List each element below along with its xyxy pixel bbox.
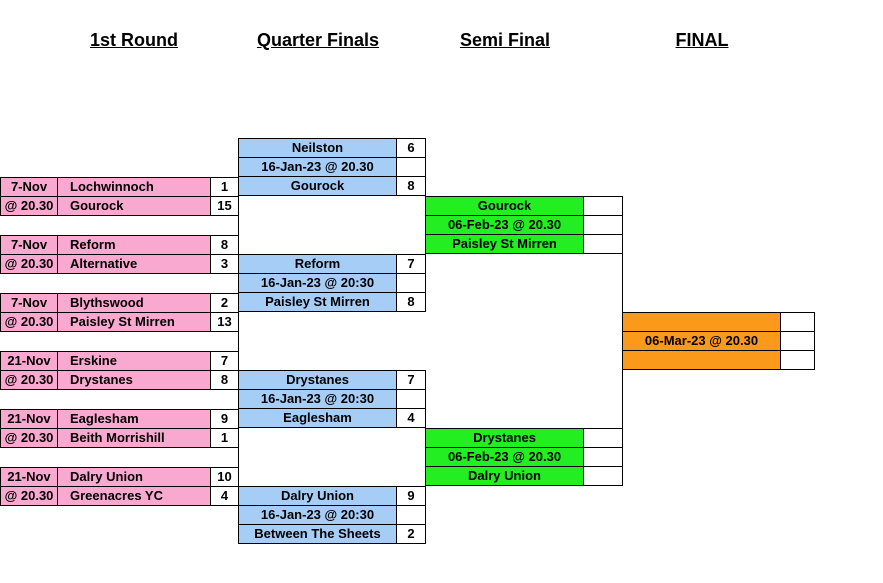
- qf-home-score: 9: [396, 486, 426, 506]
- r1-home-score: 10: [210, 467, 239, 487]
- final-away-score: [780, 350, 815, 370]
- qf-blank: [396, 505, 426, 525]
- sf-blank: [583, 447, 623, 467]
- header-1st-round: 1st Round: [90, 30, 178, 50]
- qf-away-team: Gourock: [238, 176, 397, 196]
- header-quarter-finals: Quarter Finals: [256, 30, 380, 50]
- sf-away-score: [583, 234, 623, 254]
- r1-date: 21-Nov: [0, 351, 58, 371]
- qf-home-team: Drystanes: [238, 370, 397, 390]
- bracket-connector: [425, 253, 426, 293]
- r1-home-score: 8: [210, 235, 239, 255]
- r1-away-team: Drystanes: [57, 370, 211, 390]
- sf-away-score: [583, 466, 623, 486]
- qf-home-team: Neilston: [238, 138, 397, 158]
- qf-date: 16-Jan-23 @ 20:30: [238, 273, 397, 293]
- qf-away-score: 8: [396, 176, 426, 196]
- r1-home-team: Reform: [57, 235, 211, 255]
- sf-date: 06-Feb-23 @ 20.30: [425, 447, 584, 467]
- r1-home-team: Erskine: [57, 351, 211, 371]
- qf-home-team: Reform: [238, 254, 397, 274]
- r1-date: 21-Nov: [0, 409, 58, 429]
- qf-away-score: 4: [396, 408, 426, 428]
- r1-away-score: 13: [210, 312, 239, 332]
- qf-home-score: 7: [396, 254, 426, 274]
- header-final: FINAL: [675, 30, 729, 50]
- qf-away-team: Paisley St Mirren: [238, 292, 397, 312]
- r1-home-team: Blythswood: [57, 293, 211, 313]
- sf-date: 06-Feb-23 @ 20.30: [425, 215, 584, 235]
- sf-home-score: [583, 196, 623, 216]
- r1-date: 7-Nov: [0, 235, 58, 255]
- r1-away-team: Greenacres YC: [57, 486, 211, 506]
- final-home-score: [780, 312, 815, 332]
- r1-home-score: 9: [210, 409, 239, 429]
- r1-home-team: Dalry Union: [57, 467, 211, 487]
- qf-away-score: 8: [396, 292, 426, 312]
- sf-away-team: Paisley St Mirren: [425, 234, 584, 254]
- r1-away-team: Gourock: [57, 196, 211, 216]
- qf-date: 16-Jan-23 @ 20:30: [238, 389, 397, 409]
- qf-home-score: 6: [396, 138, 426, 158]
- r1-away-score: 3: [210, 254, 239, 274]
- r1-date: 7-Nov: [0, 177, 58, 197]
- qf-date: 16-Jan-23 @ 20.30: [238, 157, 397, 177]
- qf-away-team: Eaglesham: [238, 408, 397, 428]
- r1-away-score: 4: [210, 486, 239, 506]
- sf-home-team: Drystanes: [425, 428, 584, 448]
- header-semi-final: Semi Final: [459, 30, 551, 50]
- bracket-connector: [622, 369, 623, 429]
- bracket-connector: [238, 215, 239, 235]
- qf-blank: [396, 273, 426, 293]
- qf-blank: [396, 389, 426, 409]
- bracket-connector: [238, 331, 239, 351]
- bracket-connector: [425, 485, 426, 525]
- r1-away-score: 15: [210, 196, 239, 216]
- final-home-team: [622, 312, 781, 332]
- qf-away-score: 2: [396, 524, 426, 544]
- bracket-connector: [622, 253, 623, 313]
- bracket-connector: [425, 176, 426, 196]
- r1-time: @ 20.30: [0, 254, 58, 274]
- r1-date: 21-Nov: [0, 467, 58, 487]
- r1-home-team: Lochwinnoch: [57, 177, 211, 197]
- qf-home-team: Dalry Union: [238, 486, 397, 506]
- r1-home-score: 1: [210, 177, 239, 197]
- r1-home-team: Eaglesham: [57, 409, 211, 429]
- qf-date: 16-Jan-23 @ 20:30: [238, 505, 397, 525]
- r1-home-score: 2: [210, 293, 239, 313]
- bracket-connector: [425, 408, 426, 428]
- r1-away-score: 1: [210, 428, 239, 448]
- qf-home-score: 7: [396, 370, 426, 390]
- sf-home-score: [583, 428, 623, 448]
- qf-blank: [396, 157, 426, 177]
- r1-time: @ 20.30: [0, 428, 58, 448]
- sf-away-team: Dalry Union: [425, 466, 584, 486]
- r1-away-team: Beith Morrishill: [57, 428, 211, 448]
- r1-home-score: 7: [210, 351, 239, 371]
- r1-time: @ 20.30: [0, 486, 58, 506]
- r1-away-team: Alternative: [57, 254, 211, 274]
- final-blank: [780, 331, 815, 351]
- sf-home-team: Gourock: [425, 196, 584, 216]
- sf-blank: [583, 215, 623, 235]
- r1-time: @ 20.30: [0, 312, 58, 332]
- final-away-team: [622, 350, 781, 370]
- final-date: 06-Mar-23 @ 20.30: [622, 331, 781, 351]
- r1-date: 7-Nov: [0, 293, 58, 313]
- r1-time: @ 20.30: [0, 196, 58, 216]
- qf-away-team: Between The Sheets: [238, 524, 397, 544]
- r1-away-score: 8: [210, 370, 239, 390]
- r1-time: @ 20.30: [0, 370, 58, 390]
- bracket-connector: [238, 447, 239, 467]
- r1-away-team: Paisley St Mirren: [57, 312, 211, 332]
